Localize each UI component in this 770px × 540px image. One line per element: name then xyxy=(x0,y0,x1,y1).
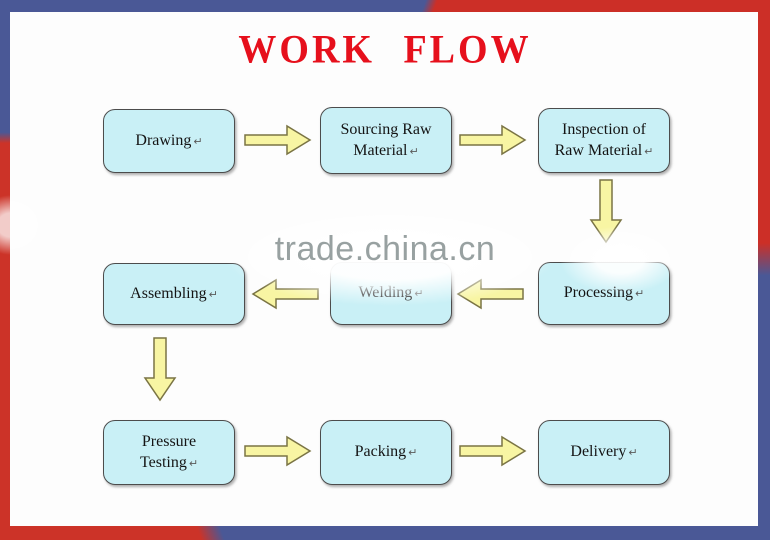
frame-border-left xyxy=(0,0,10,540)
watermark-text: trade.china.cn xyxy=(274,230,496,268)
arrow-drawing-to-sourcing-icon xyxy=(244,124,312,156)
arrow-assembling-to-pressure-testing-icon xyxy=(143,337,177,402)
arrow-sourcing-to-inspection-icon xyxy=(459,124,527,156)
node-label: Material↵ xyxy=(353,141,418,162)
flow-node-sourcing-raw-material: Sourcing Raw Material↵ xyxy=(320,107,452,174)
node-label-text: Testing xyxy=(139,453,187,471)
frame-border-top xyxy=(0,0,770,12)
node-label: Testing↵ xyxy=(140,453,198,474)
flow-node-pressure-testing: Pressure Testing↵ xyxy=(103,420,235,485)
flow-node-packing: Packing↵ xyxy=(320,420,452,485)
node-label-text: Drawing xyxy=(135,131,192,149)
return-mark: ↵ xyxy=(208,287,218,301)
node-label-text: Assembling xyxy=(130,284,207,302)
node-label: Packing↵ xyxy=(355,442,418,463)
arrow-welding-to-assembling-icon xyxy=(251,278,319,310)
return-mark: ↵ xyxy=(193,134,203,148)
return-mark: ↵ xyxy=(408,446,418,460)
flow-node-processing: Processing↵ xyxy=(538,262,670,325)
node-label-text: Raw Material xyxy=(554,141,643,159)
arrow-pressure-testing-to-packing-icon xyxy=(244,435,312,467)
node-label: Processing↵ xyxy=(564,283,645,304)
frame-border-right xyxy=(758,0,770,540)
node-label: Drawing↵ xyxy=(135,131,202,152)
page-title: WORK FLOW xyxy=(238,27,532,73)
node-label: Sourcing Raw xyxy=(340,120,432,138)
flow-node-inspection-of-raw-material: Inspection of Raw Material↵ xyxy=(538,108,670,173)
arrow-processing-to-welding-icon xyxy=(456,278,524,310)
node-label-text: Material xyxy=(353,141,408,159)
flow-node-assembling: Assembling↵ xyxy=(103,263,245,325)
node-label: Delivery↵ xyxy=(570,442,637,463)
return-mark: ↵ xyxy=(628,446,638,460)
node-label-text: Processing xyxy=(563,284,634,302)
node-label: Assembling↵ xyxy=(130,284,218,305)
return-mark: ↵ xyxy=(409,144,419,158)
node-label: Inspection of xyxy=(562,120,646,138)
node-label-text: Packing xyxy=(354,443,407,461)
node-label: Raw Material↵ xyxy=(555,141,654,162)
flow-node-drawing: Drawing↵ xyxy=(103,109,235,173)
return-mark: ↵ xyxy=(188,456,199,470)
return-mark: ↵ xyxy=(644,144,654,158)
return-mark: ↵ xyxy=(635,287,645,301)
frame-border-bottom xyxy=(0,526,770,540)
flow-node-delivery: Delivery↵ xyxy=(538,420,670,485)
node-label: Welding↵ xyxy=(358,283,423,304)
arrow-packing-to-delivery-icon xyxy=(459,435,527,467)
return-mark: ↵ xyxy=(414,287,424,301)
node-label-text: Delivery xyxy=(570,443,627,461)
flow-node-welding: Welding↵ xyxy=(330,262,452,325)
node-label: Pressure xyxy=(141,432,197,450)
node-label-text: Welding xyxy=(358,284,413,302)
